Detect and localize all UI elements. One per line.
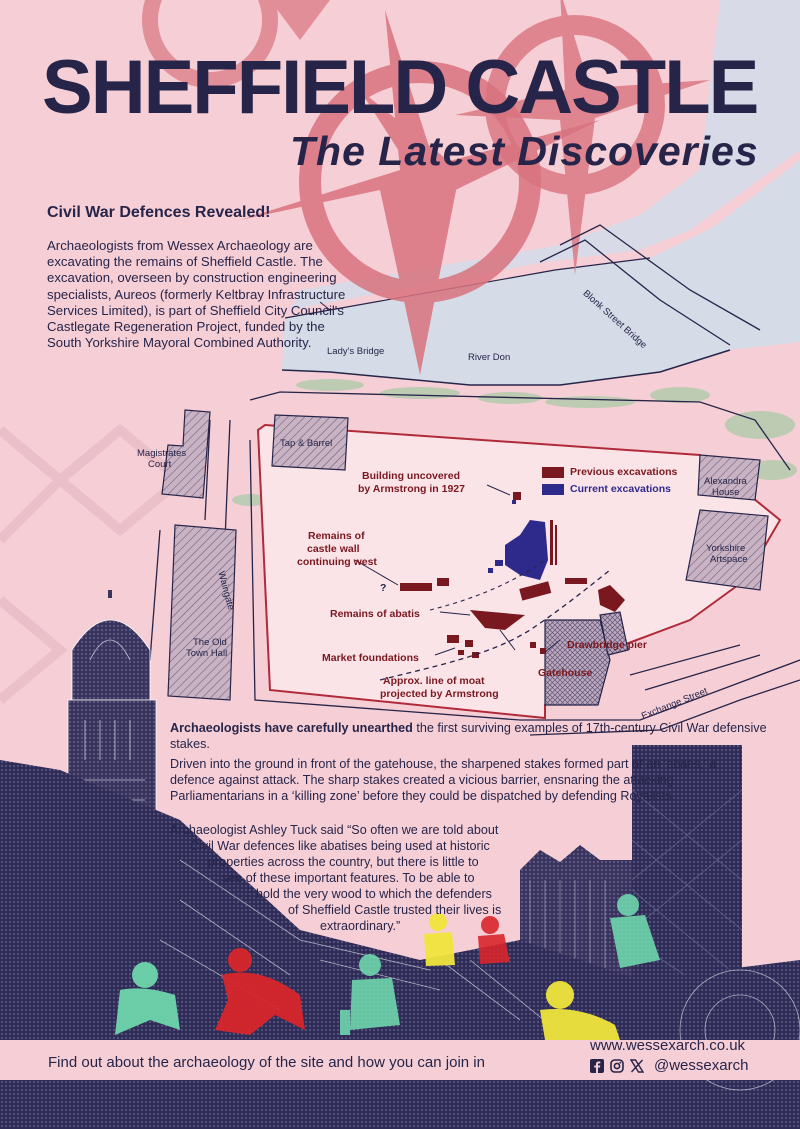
legend-previous-swatch [542,467,564,478]
figure-red-kneeling [215,948,305,1035]
label-alexandra-house-1: Alexandra [704,476,747,487]
facebook-icon[interactable] [590,1058,604,1073]
lead-rest: the first surviving examples of 17th-cen… [170,721,767,751]
building-magistrates-court [161,409,211,499]
page-title: SHEFFIELD CASTLE [42,45,759,130]
label-castle-wall-2: castle wall [307,543,360,555]
quote-paragraph: Archaeologist Ashley Tuck said “So often… [170,822,550,934]
label-old-town-hall-2: Town Hall [186,648,228,659]
footer-band [0,1040,800,1080]
label-market: Market foundations [322,652,419,664]
legend-current-label: Current excavations [570,483,671,495]
label-yorkshire-artspace-1: Yorkshire [706,543,746,554]
figure-green-right [610,894,660,968]
previous-excavations [400,492,625,658]
label-building-1: Building uncovered [362,470,461,482]
quote-line: see of these important features. To be a… [222,871,475,885]
label-magistrates-court-2: Court [148,459,172,470]
legend-previous-label: Previous excavations [570,466,678,478]
river-don-shape [290,0,800,310]
figure-red-back [478,916,510,964]
current-excavations [488,500,548,580]
label-drawbridge: Drawbridge pier [567,639,647,651]
quote-line: of Sheffield Castle trusted their lives … [288,903,502,917]
building-yorkshire-artspace [685,509,769,591]
social-handle[interactable]: @wessexarch [654,1057,749,1074]
figure-green-middle [340,954,400,1035]
lead-paragraph: Archaeologists have carefully unearthed … [170,720,770,752]
quote-line: extraordinary.” [320,919,401,933]
abatis-paragraph: Driven into the ground in front of the g… [170,757,717,803]
footer-text: Find out about the archaeology of the si… [48,1054,485,1071]
label-castle-wall-1: Remains of [308,530,365,542]
lead-bold: Archaeologists have carefully unearthed [170,721,413,735]
website-link[interactable]: www.wessexarch.co.uk [590,1037,746,1054]
label-building-2: by Armstrong in 1927 [358,483,465,495]
figure-green-left [115,962,180,1035]
building-drawbridge [599,611,629,656]
intro-paragraph: Archaeologists from Wessex Archaeology a… [47,238,346,351]
section-heading: Civil War Defences Revealed! [47,204,271,221]
label-gatehouse: Gatehouse [538,667,593,679]
label-ladys-bridge: Lady's Bridge [327,346,385,357]
quote-line: Civil War defences like abatises being u… [190,839,490,853]
building-gatehouse [544,619,611,706]
quote-line: properties across the country, but there… [208,855,479,869]
instagram-icon[interactable] [610,1058,624,1073]
quote-line: hold the very wood to which the defender… [256,887,492,901]
social-row: @wessexarch [590,1057,748,1074]
moat-line [379,569,611,681]
label-abatis: Remains of abatis [330,608,420,620]
label-river-don: River Don [468,352,511,363]
compass-rose-right [455,0,710,275]
figure-yellow-front [540,981,620,1040]
building-tap-barrel [271,414,349,471]
label-tap-barrel: Tap & Barrel [280,438,333,449]
label-castle-wall-3: continuing west [297,556,377,568]
label-yorkshire-artspace-2: Artspace [710,554,748,565]
label-moat-1: Approx. line of moat [383,675,485,687]
label-alexandra-house-2: House [712,487,740,498]
label-moat-2: projected by Armstrong [380,688,499,700]
page-subtitle: The Latest Discoveries [290,128,759,174]
figure-yellow-back [424,913,455,966]
label-magistrates-court-1: Magistrates [137,448,187,459]
building-old-town-hall [167,524,237,701]
quote-line: Archaeologist Ashley Tuck said “So often… [170,823,499,837]
compass-rose-topleft [142,0,330,88]
label-old-town-hall-1: The Old [193,637,227,648]
label-question-mark: ? [380,582,387,594]
building-alexandra-house [697,454,761,501]
legend-current-swatch [542,484,564,495]
x-icon[interactable] [630,1058,644,1073]
